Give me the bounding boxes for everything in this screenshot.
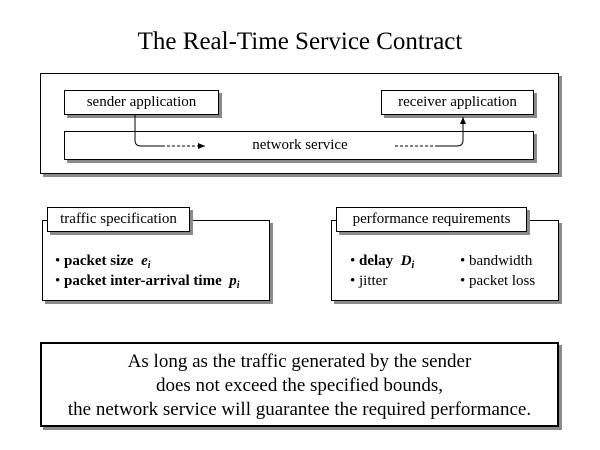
traffic-spec-heading: traffic specification [60,211,177,227]
receiver-application-label: receiver application [398,94,517,110]
traffic-spec-heading-box: traffic specification [47,207,190,232]
conclusion-line-3: the network service will guarantee the r… [67,399,532,420]
bullet: • [350,253,356,269]
bullet: • [55,273,61,289]
packet-size-item: • packet size ei [55,253,151,271]
conclusion-line-2: does not exceed the specified bounds, [155,375,444,396]
sender-application-box: sender application [64,90,219,115]
bandwidth-item: • bandwidth [460,253,533,269]
sender-to-network-line [134,115,162,147]
inter-arrival-subscript: i [236,280,240,291]
packet-loss-item: • packet loss [460,273,536,289]
delay-item: • delay Di [350,253,414,271]
delay-variable: D [400,253,412,269]
inter-arrival-variable: p [229,273,237,289]
inter-arrival-label: packet inter-arrival time [64,273,222,289]
performance-box: • delay Di • jitter • bandwidth • packet… [331,220,559,301]
performance-heading: performance requirements [352,211,511,227]
network-service-label: network service [252,137,348,153]
bullet: • [55,253,61,269]
diagram-title: The Real-Time Service Contract [137,28,463,55]
traffic-spec-box: • packet size ei • packet inter-arrival … [42,220,270,301]
conclusion-box: As long as the traffic generated by the … [40,342,559,427]
delay-subscript: i [411,260,415,271]
jitter-item: • jitter [350,273,388,289]
receiver-application-box: receiver application [381,90,534,115]
inter-arrival-item: • packet inter-arrival time pi [55,273,240,291]
packet-size-subscript: i [147,260,151,271]
sender-application-label: sender application [86,94,197,110]
packet-size-variable: e [141,253,148,269]
conclusion-line-1: As long as the traffic generated by the … [127,351,472,372]
performance-heading-box: performance requirements [336,207,527,232]
delay-label: delay [359,253,394,269]
network-to-receiver-line [438,117,466,147]
conclusion-text: As long as the traffic generated by the … [42,350,557,422]
packet-size-label: packet size [64,253,134,269]
